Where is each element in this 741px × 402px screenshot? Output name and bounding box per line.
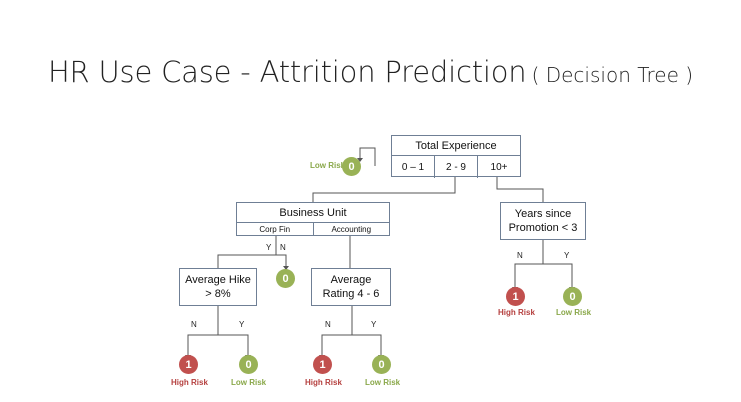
connector-root-promo: [496, 177, 544, 202]
node-label: Average Hike > 8%: [185, 274, 251, 300]
connector-hike-branches: [187, 334, 249, 355]
branch-label-n: N: [325, 320, 331, 329]
node-years-since-promotion: Years since Promotion < 3: [500, 202, 586, 240]
node-label: Business Unit: [279, 206, 347, 219]
leaf-rating-n-label: High Risk: [305, 378, 342, 387]
leaf-rating-y-circle: 0: [372, 355, 391, 374]
branch-label-y: Y: [266, 243, 272, 252]
node-label: Average Rating 4 - 6: [322, 274, 380, 300]
node-total-experience: Total Experience 0 – 1 2 - 9 10+: [391, 135, 521, 178]
range-10-plus: 10+: [477, 156, 520, 178]
slide-title: HR Use Case - Attrition Prediction ( Dec…: [0, 55, 741, 89]
connector-root-bu: [312, 177, 456, 202]
leaf-promo-n-label: High Risk: [498, 308, 535, 317]
leaf-hike-y-label: Low Risk: [231, 378, 267, 387]
leaf-promo-n-circle: 1: [506, 287, 525, 306]
range-0-1: 0 – 1: [401, 161, 425, 173]
leaf-promo-y-circle: 0: [563, 287, 582, 306]
option-accounting: Accounting: [312, 223, 390, 236]
node-label: Total Experience: [415, 139, 497, 152]
branch-label-y: Y: [371, 320, 377, 329]
title-subtitle: ( Decision Tree ): [531, 63, 694, 87]
branch-label-n: N: [517, 251, 523, 260]
node-average-hike: Average Hike > 8%: [179, 268, 257, 306]
node-label: Years since Promotion < 3: [508, 208, 578, 234]
leaf-root-circle: 0: [342, 157, 361, 176]
branch-label-n: N: [191, 320, 197, 329]
leaf-hike-y-circle: 0: [239, 355, 258, 374]
connector-bu-y: [217, 236, 277, 268]
node-business-unit: Business Unit Corp Fin Accounting: [236, 202, 390, 236]
leaf-rating-n-circle: 1: [313, 355, 332, 374]
option-corp-fin: Corp Fin: [259, 225, 291, 234]
branch-label-n: N: [280, 243, 286, 252]
branch-label-y: Y: [239, 320, 245, 329]
connector-root-lowrisk: [359, 147, 376, 166]
connector-bu-n: [276, 254, 287, 266]
leaf-hike-n-label: High Risk: [171, 378, 208, 387]
node-average-rating: Average Rating 4 - 6: [311, 268, 391, 306]
leaf-root-label: Low Risk: [310, 161, 346, 170]
leaf-hike-n-circle: 1: [179, 355, 198, 374]
leaf-promo-y-label: Low Risk: [556, 308, 592, 317]
title-main: HR Use Case - Attrition Prediction: [47, 55, 527, 89]
branch-label-y: Y: [564, 251, 570, 260]
connector-rating-branches: [321, 334, 382, 355]
range-2-9: 2 - 9: [434, 156, 477, 178]
connector-promo-branches: [514, 263, 573, 287]
leaf-bu-circle: 0: [276, 269, 295, 288]
leaf-rating-y-label: Low Risk: [365, 378, 401, 387]
